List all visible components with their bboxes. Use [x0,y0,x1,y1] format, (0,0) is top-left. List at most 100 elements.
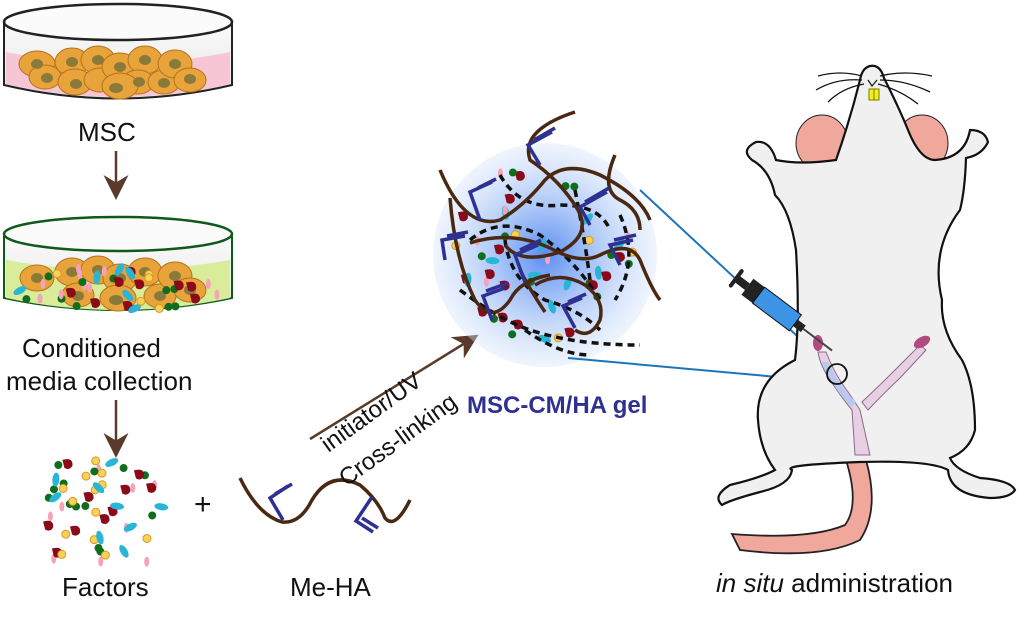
factor-cyan-vesicle [96,530,104,545]
msc-culture-dish [2,2,234,100]
factor-pink-molecule [483,276,489,287]
factor-pink-molecule [37,293,43,304]
conditioned-label-line2: media collection [6,366,193,396]
factor-red-protein [173,280,184,291]
methacrylate-groups-in-gel [440,126,637,329]
factor-red-protein [146,483,157,493]
administration-label-italic: in situ [716,568,784,598]
mouse-nose [867,79,878,88]
factor-pink-molecule [502,205,508,216]
factor-green-molecule [78,278,87,287]
factor-red-protein [62,459,73,470]
factor-red-protein [493,244,505,255]
factor-yellow-molecule [68,496,78,506]
factor-pink-molecule [47,511,53,522]
methacrylate-group [353,496,379,534]
me-ha-polymer [238,477,412,534]
factor-red-protein [512,319,523,330]
factor-cyan-vesicle [485,257,500,265]
factor-cyan-vesicle [105,458,119,467]
factor-pink-molecule [101,266,107,277]
factor-red-protein [70,525,81,536]
ha-chains-in-gel [438,110,662,336]
factor-yellow-molecule [144,273,154,283]
factor-red-protein [504,193,515,204]
factor-yellow-molecule [136,296,146,306]
factor-green-molecule [570,182,579,191]
factor-pink-molecule [98,556,104,567]
factor-green-molecule [22,295,31,304]
factor-cyan-vesicle [122,289,134,301]
factor-green-molecule [148,511,157,520]
factor-pink-molecule [87,282,93,293]
syringe-plunger [741,278,765,304]
msc-cm-ha-gel [433,110,662,367]
factor-green-molecule [477,252,486,261]
factor-green-molecule [162,286,171,295]
ha-backbone [238,477,412,524]
factor-yellow-molecule [81,471,91,481]
syringe-barrel [751,286,803,332]
factor-yellow-molecule [52,269,62,279]
mouse-tail [730,459,873,555]
mouse-whiskers [815,72,933,105]
factor-yellow-molecule [91,507,101,517]
factors-label: Factors [62,572,149,602]
factor-red-protein [189,293,200,304]
factor-yellow-molecule [97,468,107,478]
factor-pink-molecule [58,289,64,300]
factor-yellow-molecule [57,549,67,559]
mouse-teeth [868,88,880,101]
conditioned-media-dish [2,215,234,313]
factor-green-molecule [44,272,53,281]
factor-yellow-molecule [142,533,152,543]
syringe-needle [802,328,833,352]
factor-pink-molecule [40,278,46,289]
factor-cyan-vesicle [154,503,169,511]
factor-pink-molecule [59,501,65,512]
factor-pink-molecule [214,289,220,300]
administration-label-rest: administration [783,568,953,598]
factor-cyan-vesicle [110,502,125,510]
conditioned-label-line1: Conditioned [22,333,161,363]
factor-yellow-molecule [61,529,71,539]
administration-label: in situ administration [716,568,953,599]
factor-green-molecule [119,464,128,473]
factor-cyan-vesicle [128,304,142,313]
factor-red-protein [90,298,101,308]
factor-red-protein [134,279,145,290]
msc-cells [18,45,207,100]
factor-yellow-molecule [154,303,164,313]
factor-red-protein [43,520,54,531]
factor-red-protein [83,492,94,502]
factor-red-protein [113,277,124,288]
me-ha-label: Me-HA [290,572,371,602]
factor-pink-molecule [130,483,136,494]
factor-red-protein [99,514,110,525]
factor-red-protein [484,269,495,280]
factor-green-molecule [171,302,180,311]
factor-pink-molecule [205,279,211,290]
factor-green-molecule [90,467,99,476]
factor-green-molecule [54,461,63,470]
factor-yellow-molecule [91,456,101,466]
factor-red-protein [457,211,468,222]
plus-sign: + [194,488,212,521]
factor-cyan-vesicle [52,472,60,487]
factor-cyan-vesicle [13,286,27,296]
methacrylate-group [267,482,293,521]
factor-cyan-vesicle [537,334,551,344]
factor-green-molecule [164,302,173,311]
factor-red-protein [601,271,612,282]
syringe [728,269,833,352]
injection-site-marker [826,363,848,385]
factor-green-molecule [49,485,58,494]
crosslinking-arrow [309,334,479,441]
factor-red-protein [120,484,131,495]
factor-red-protein [564,327,575,338]
factor-cyan-vesicle [594,265,603,280]
factor-cyan-vesicle [92,482,105,494]
factor-cyan-vesicle [49,492,62,503]
factor-cyan-vesicle [114,263,125,276]
